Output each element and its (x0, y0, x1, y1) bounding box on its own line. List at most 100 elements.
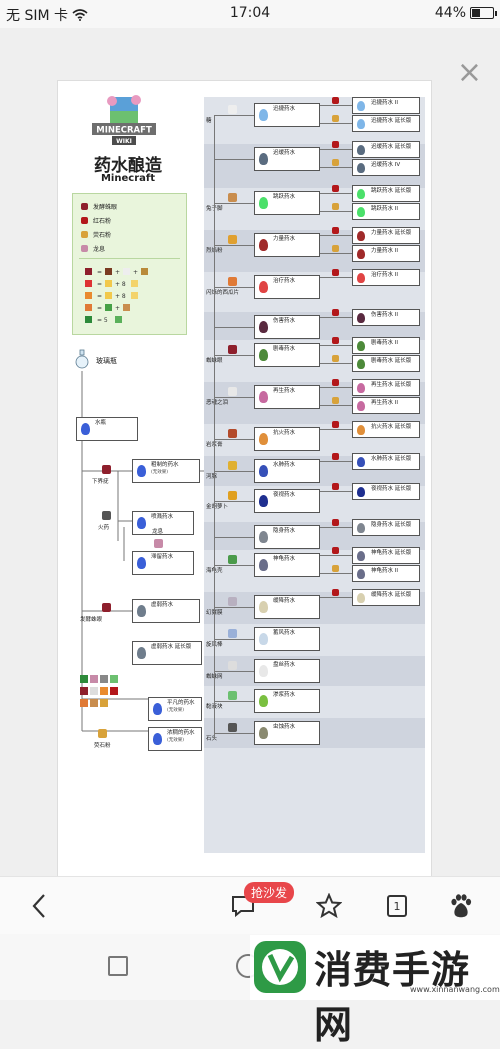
connector-line (320, 555, 352, 556)
awkward-potion-node: 粗制的药水(无效果) (132, 459, 200, 483)
thick-potion-node: 浓稠的药水(无效果) (148, 727, 202, 751)
potion-variant-node: 神龟药水 延长版 (352, 547, 420, 564)
potion-variant-node: 水肺药水 延长版 (352, 453, 420, 470)
ingredient-label: 闪烁的西瓜片 (206, 290, 240, 296)
potion-node: 抗火药水 (254, 427, 320, 451)
glowstone-icon (332, 159, 339, 166)
legend-item: 荧石粉 (81, 230, 111, 239)
watermark-url: www.xinnanwang.com (410, 985, 500, 994)
potion-node: 渗浆药水 (254, 689, 320, 713)
ingredient-icon (228, 597, 237, 606)
page-button[interactable]: 1 (382, 891, 412, 921)
svg-text:MINECRAFT: MINECRAFT (96, 126, 152, 136)
connector-line (320, 193, 352, 194)
recents-button[interactable] (108, 956, 128, 976)
legend-item: 龙息 (81, 244, 105, 253)
fermented-spider-eye-icon (102, 603, 111, 612)
dragon-breath-icon (154, 539, 163, 548)
connector-line (214, 327, 254, 328)
ingredient-label: 龙息 (152, 529, 164, 535)
connector-line (320, 491, 352, 492)
potion-variant-node: 剧毒药水 延长版 (352, 355, 420, 372)
glowstone-dust-icon (98, 729, 107, 738)
ingredient-label: 糖 (206, 118, 212, 124)
potion-variant-node: 迟缓药水 IV (352, 159, 420, 176)
potion-variant-node: 迅捷药水 II (352, 97, 420, 114)
infographic-title: 药水酿造 (94, 156, 162, 176)
potion-node: 跳跃药水 (254, 191, 320, 215)
redstone-icon (332, 141, 339, 148)
legend-item: 红石粉 (81, 216, 111, 225)
potion-variant-node: 剧毒药水 II (352, 337, 420, 354)
favorite-button[interactable] (314, 891, 344, 921)
left-tree-lines (81, 371, 204, 732)
ingredient-icon (228, 387, 237, 396)
page-count: 1 (387, 895, 407, 917)
trunk-line (214, 115, 215, 739)
glowstone-icon (332, 355, 339, 362)
connector-line (320, 363, 352, 364)
connector-line (214, 733, 254, 734)
connector-line (214, 701, 254, 702)
connector-line (214, 639, 254, 640)
connector-line (214, 565, 254, 566)
potion-node: 迟缓药水 (254, 147, 320, 171)
potion-variant-node: 迅捷药水 延长版 (352, 115, 420, 132)
chevron-left-icon (32, 894, 45, 918)
connector-line (320, 387, 352, 388)
glass-bottle-label: 玻璃瓶 (96, 357, 117, 365)
connector-line (320, 345, 352, 346)
svg-text:=: = (97, 269, 102, 276)
connector-line (320, 123, 352, 124)
weakness-potion-node: 虚弱药水 (132, 599, 200, 623)
lingering-potion-node: 滞留药水 (132, 551, 194, 575)
svg-text:WIKI: WIKI (116, 138, 132, 145)
potion-node: 再生药水 (254, 385, 320, 409)
close-icon[interactable]: × (456, 55, 482, 90)
connector-line (320, 253, 352, 254)
wifi-icon (72, 9, 88, 21)
crafting-recipes-icons: =++ =+ 8 =+ 8 =+ = 5 (85, 268, 148, 324)
minecraft-wiki-logo: MINECRAFT WIKI (92, 95, 156, 145)
connector-line (214, 439, 254, 440)
ingredient-icon (228, 345, 237, 354)
potion-node: 水肺药水 (254, 459, 320, 483)
infographic-image[interactable]: MINECRAFT WIKI 药水酿造 Minecraft 发酵蛛眼 红石粉 荧… (57, 80, 432, 878)
svg-text:=: = (97, 305, 102, 312)
connector-line (214, 501, 254, 502)
potion-node: 力量药水 (254, 233, 320, 257)
potion-node: 蓄风药水 (254, 627, 320, 651)
potion-node: 盘丝药水 (254, 659, 320, 683)
potion-node: 虫蚀药水 (254, 721, 320, 745)
potion-variant-node: 伤害药水 II (352, 309, 420, 326)
status-bar: 无 SIM 卡 17:04 44% (0, 0, 500, 28)
comment-badge[interactable]: 抢沙发 (244, 882, 295, 903)
connector-line (214, 115, 254, 116)
ingredient-label: 金胡萝卜 (206, 504, 229, 510)
potion-variant-node: 夜视药水 延长版 (352, 483, 420, 500)
ingredient-label: 火药 (98, 525, 110, 531)
potion-node: 缓降药水 (254, 595, 320, 619)
dragon-breath-icon (81, 245, 88, 252)
connector-line (214, 287, 254, 288)
svg-text:= 5: = 5 (97, 317, 108, 324)
potion-variant-node: 迟缓药水 延长版 (352, 141, 420, 158)
connector-line (320, 211, 352, 212)
ingredient-icon (228, 723, 237, 732)
redstone-icon (332, 519, 339, 526)
redstone-icon (332, 309, 339, 316)
ingredient-label: 荧石粉 (94, 743, 111, 749)
potion-variant-node: 治疗药水 II (352, 269, 420, 286)
mundane-potion-node: 平凡的药水(无效果) (148, 697, 202, 721)
potion-variant-node: 缓降药水 延长版 (352, 589, 420, 606)
legend-box: 发酵蛛眼 红石粉 荧石粉 龙息 =++ =+ 8 =+ 8 =+ = 5 (72, 193, 187, 335)
baidu-button[interactable] (446, 891, 476, 921)
connector-line (320, 405, 352, 406)
potion-variant-node: 再生药水 延长版 (352, 379, 420, 396)
back-button[interactable] (24, 891, 54, 921)
connector-line (320, 573, 352, 574)
connector-line (214, 355, 254, 356)
redstone-icon (332, 547, 339, 554)
ingredient-icon (228, 429, 237, 438)
connector-line (214, 607, 254, 608)
